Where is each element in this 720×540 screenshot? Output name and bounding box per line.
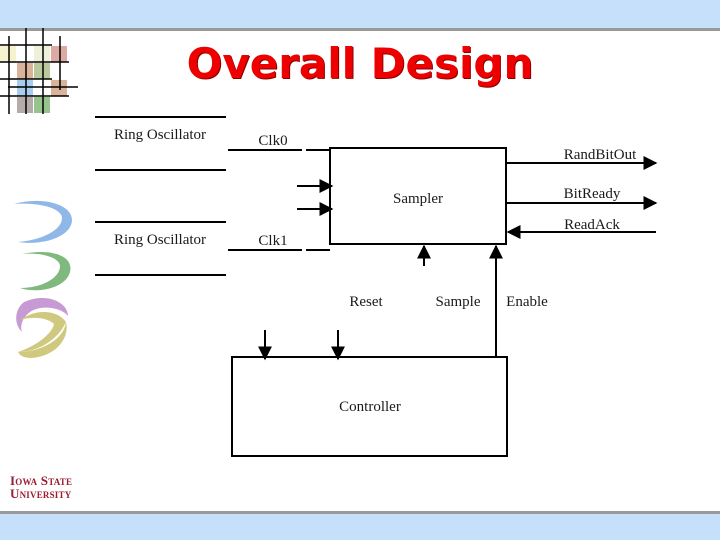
sample-label: Sample [436, 294, 481, 310]
bitready-label: BitReady [564, 186, 621, 202]
controller-box [231, 356, 508, 457]
controller-label: Controller [339, 399, 401, 415]
isu-logo-line2: University [10, 486, 72, 501]
clk1-label: Clk1 [258, 233, 287, 249]
decorative-grid-motif [0, 28, 78, 114]
readack-label: ReadAck [564, 217, 620, 233]
decorative-swoosh-motif [14, 200, 72, 358]
ring-oscillator-bottom-label: Ring Oscillator [114, 232, 206, 248]
isu-logo-line1: Iowa State [10, 473, 73, 488]
sampler-label: Sampler [393, 191, 443, 207]
enable-label: Enable [506, 294, 548, 310]
iowa-state-logo: Iowa State University [10, 474, 72, 500]
reset-label: Reset [349, 294, 383, 310]
ring-oscillator-top-label: Ring Oscillator [114, 127, 206, 143]
randbitout-label: RandBitOut [564, 147, 637, 163]
page-title: Overall Design [186, 39, 534, 88]
sampler-box [329, 147, 507, 245]
top-decorative-band [0, 0, 720, 28]
bottom-decorative-band [0, 514, 720, 540]
top-rule [0, 28, 720, 31]
clk0-label: Clk0 [258, 133, 287, 149]
bottom-rule [0, 511, 720, 514]
